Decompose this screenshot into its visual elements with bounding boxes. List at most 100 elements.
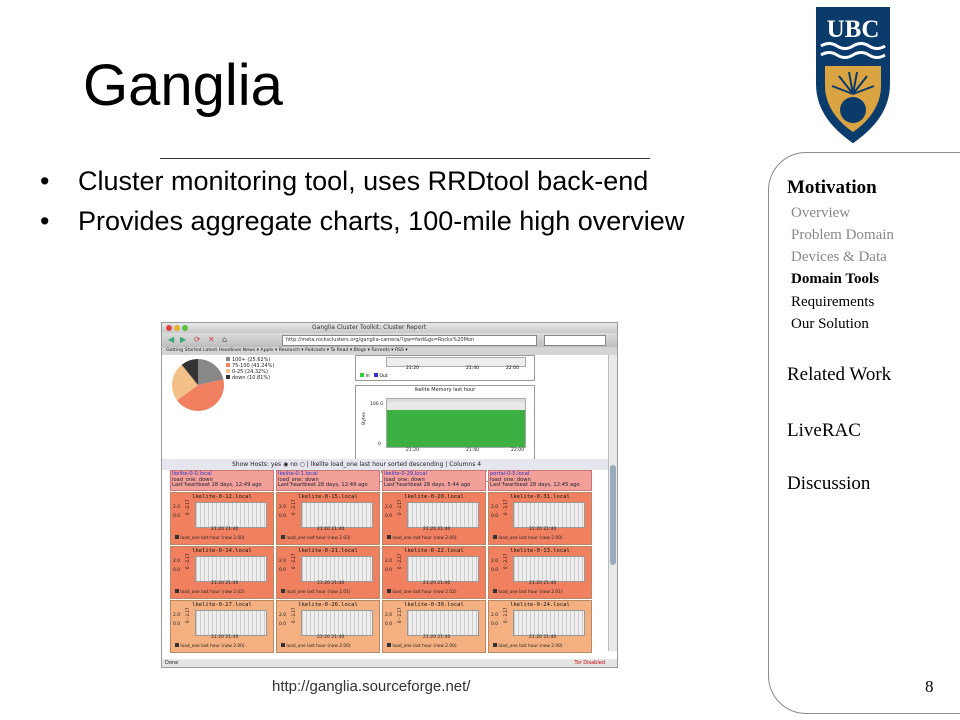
host-load-plot — [513, 556, 585, 582]
host-load-plot — [195, 502, 267, 528]
memory-y-tick: 100 G — [370, 402, 384, 407]
browser-window-title: Ganglia Cluster Toolkit: Cluster Report — [312, 324, 427, 331]
source-link[interactable]: http://ganglia.sourceforge.net/ — [272, 678, 471, 695]
host-heartbeat: Last heartbeat 28 days, 5:44 ago — [384, 482, 471, 489]
host-graph-title[interactable]: lkelite-0-15.local — [298, 494, 358, 500]
scrollbar[interactable] — [608, 355, 617, 651]
host-x-ticks: 21:20 21:40 — [211, 581, 239, 586]
zoom-icon[interactable] — [182, 325, 188, 331]
nav-sub-problem-domain[interactable]: Problem Domain — [791, 227, 894, 243]
stop-icon[interactable]: ✕ — [208, 335, 215, 344]
host-graph-title[interactable]: lkelite-0-27.local — [192, 602, 252, 608]
home-icon[interactable]: ⌂ — [222, 335, 228, 344]
search-input[interactable] — [544, 335, 606, 346]
host-graph-legend: load_one last hour (now 2.01) — [493, 589, 563, 595]
show-hosts-bar[interactable]: Show Hosts: yes ◉ no ○ | lkelite load_on… — [162, 459, 617, 470]
host-graph-title[interactable]: lkelite-0-20.local — [404, 494, 464, 500]
bookmarks-bar[interactable]: Getting Started Latest Headlines News ▾ … — [162, 347, 617, 355]
host-graph-title[interactable]: lkelite-0-12.local — [192, 494, 252, 500]
nav-sub-domain-tools[interactable]: Domain Tools — [791, 271, 879, 287]
memory-x-tick: 21:20 — [406, 448, 419, 453]
host-graph-title[interactable]: lkelite-0-21.local — [298, 548, 358, 554]
network-x-tick: 21:20 — [406, 366, 419, 371]
reload-icon[interactable]: ⟳ — [194, 335, 201, 344]
nav-related-work[interactable]: Related Work — [787, 364, 892, 385]
host-load-plot — [301, 502, 373, 528]
host-load-plot — [407, 502, 479, 528]
bullet-list: • Cluster monitoring tool, uses RRDtool b… — [40, 166, 720, 246]
host-graph-legend: load_one last hour (now 2.00) — [281, 643, 351, 649]
browser-toolbar: ◀ ▶ ⟳ ✕ ⌂ http://meta.rocksclusters.org/… — [162, 333, 617, 347]
slide-title: Ganglia — [83, 53, 283, 118]
forward-icon[interactable]: ▶ — [180, 335, 187, 344]
bullet-dot-icon: • — [40, 166, 50, 196]
pie-chart — [172, 359, 224, 411]
nav-discussion[interactable]: Discussion — [787, 473, 871, 494]
network-plot — [386, 357, 526, 367]
host-graph-title[interactable]: lkelite-0-24.local — [510, 602, 570, 608]
memory-y-label: Bytes — [361, 412, 367, 425]
bullet-text: Cluster monitoring tool, uses RRDtool ba… — [78, 166, 649, 196]
address-bar[interactable]: http://meta.rocksclusters.org/ganglia-ca… — [282, 335, 537, 346]
host-name[interactable]: portal-0-5.local — [490, 471, 530, 477]
memory-y-tick: 0 — [378, 442, 381, 447]
pie-legend-item: 75-100 (43.24%) — [226, 363, 274, 369]
host-x-ticks: 21:20 21:40 — [317, 581, 345, 586]
host-graph-title[interactable]: lkelite-0-13.local — [510, 548, 570, 554]
minimize-icon[interactable] — [174, 325, 180, 331]
host-load-plot — [407, 610, 479, 636]
nav-sub-our-solution[interactable]: Our Solution — [791, 316, 869, 332]
host-graph-title[interactable]: lkelite-0-31.local — [510, 494, 570, 500]
tor-status: Tor Disabled — [574, 660, 605, 666]
close-icon[interactable] — [166, 325, 172, 331]
host-graph-title[interactable]: lkelite-0-14.local — [192, 548, 252, 554]
host-y-label: 0 - 2.17 — [397, 607, 402, 623]
nav-sub-requirements[interactable]: Requirements — [791, 294, 875, 310]
nav-liverac[interactable]: LiveRAC — [787, 420, 861, 441]
host-graph-title[interactable]: lkelite-0-26.local — [298, 602, 358, 608]
pie-slice — [177, 379, 224, 411]
nav-sub-devices-data[interactable]: Devices & Data — [791, 249, 887, 265]
host-name[interactable]: lkelite-0-29.local — [384, 471, 427, 477]
host-graph-title[interactable]: lkelite-0-22.local — [404, 548, 464, 554]
pie-legend-item: 0-25 (24.32%) — [226, 369, 274, 375]
host-y-label: 0 - 2.17 — [503, 553, 508, 569]
network-graph: 21:20 21:40 22:00 In Out — [355, 355, 535, 381]
bullet-text: Provides aggregate charts, 100-mile high… — [78, 206, 685, 236]
host-load-plot — [301, 610, 373, 636]
ganglia-screenshot: Ganglia Cluster Toolkit: Cluster Report … — [161, 322, 618, 668]
host-heartbeat: Last heartbeat 28 days, 12:45 ago — [490, 482, 580, 489]
host-graph-title[interactable]: lkelite-0-30.local — [404, 602, 464, 608]
nav-sub-overview[interactable]: Overview — [791, 205, 851, 221]
host-name[interactable]: lkelite-0-0.local — [172, 471, 212, 477]
host-name[interactable]: lkelite-0-1.local — [278, 471, 318, 477]
scrollbar-thumb[interactable] — [610, 465, 616, 565]
host-graph-legend: load_one last hour (now 2.02) — [175, 589, 245, 595]
back-icon[interactable]: ◀ — [168, 335, 175, 344]
nav-motivation[interactable]: Motivation — [787, 177, 877, 198]
